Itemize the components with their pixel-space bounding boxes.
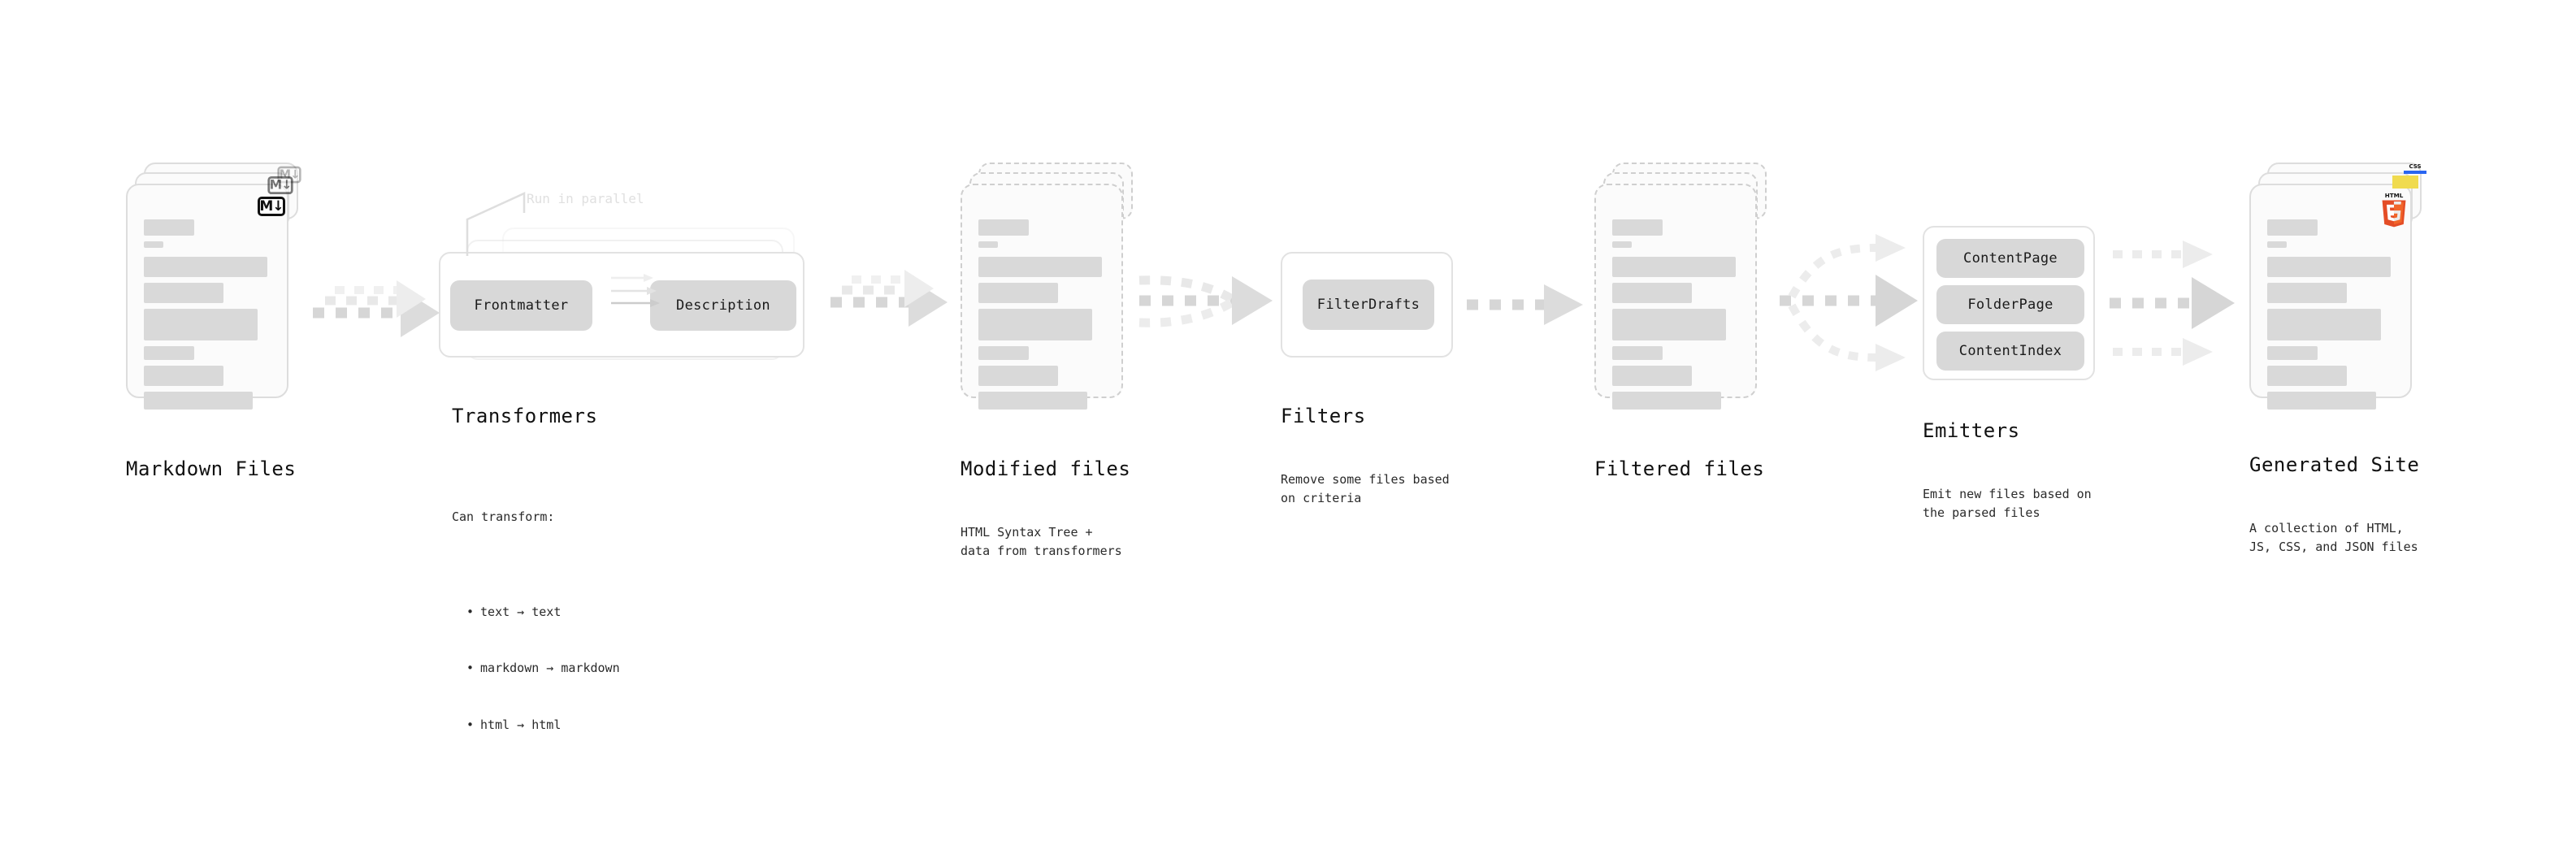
arrow-filtered-to-emitters xyxy=(1780,234,1918,371)
modified-files-title: Modified files xyxy=(961,457,1131,480)
transformers-title: Transformers xyxy=(452,405,598,427)
transformers-bullet-list: text → text markdown → markdown html → h… xyxy=(452,565,620,773)
skeleton-bar-sub xyxy=(978,241,998,248)
filters-title: Filters xyxy=(1281,405,1366,427)
modified-files-subtitle: HTML Syntax Tree + data from transformer… xyxy=(961,524,1122,559)
skeleton-bar xyxy=(1612,283,1692,303)
emitters-title: Emitters xyxy=(1923,419,2020,442)
skeleton-bar xyxy=(144,392,253,410)
generated-site-caption: Generated Site A collection of HTML, JS,… xyxy=(2249,423,2419,587)
modified-files-card-stack xyxy=(961,163,1133,410)
skeleton-bar-title xyxy=(1612,219,1663,236)
markdown-card-skeleton xyxy=(144,219,274,410)
svg-text:HTML: HTML xyxy=(2385,192,2404,199)
transformers-bullet: html → html xyxy=(466,716,620,735)
arrow-emitters-to-generated xyxy=(2110,241,2235,366)
emitters-caption: Emitters Emit new files based on the par… xyxy=(1923,388,2092,553)
skeleton-bar xyxy=(2267,283,2347,303)
skeleton-bar xyxy=(978,257,1102,277)
generated-site-title: Generated Site xyxy=(2249,453,2420,476)
skeleton-bar xyxy=(2267,346,2318,360)
emitters-subtitle: Emit new files based on the parsed files xyxy=(1923,486,2092,521)
filtered-card-skeleton xyxy=(1612,219,1742,410)
skeleton-bar xyxy=(978,309,1092,340)
modified-card-skeleton xyxy=(978,219,1108,410)
skeleton-bar xyxy=(978,283,1058,303)
skeleton-bar-title xyxy=(978,219,1029,236)
skeleton-bar xyxy=(978,366,1058,386)
emitter-pill-folderpage[interactable]: FolderPage xyxy=(1936,285,2084,324)
transformer-pill-description[interactable]: Description xyxy=(650,280,796,331)
skeleton-bar-sub xyxy=(1612,241,1632,248)
filtered-files-card-stack xyxy=(1594,163,1767,410)
transformers-caption: Transformers Can transform: text → text … xyxy=(452,374,620,841)
markdown-files-title: Markdown Files xyxy=(126,457,297,480)
transformers-group: Run in parallel Frontmatter Description xyxy=(439,191,861,362)
html5-icon: HTML xyxy=(2378,192,2410,228)
emitter-pill-contentindex[interactable]: ContentIndex xyxy=(1936,332,2084,371)
filters-box: FilterDrafts xyxy=(1281,252,1453,358)
transformers-bullet: markdown → markdown xyxy=(466,659,620,678)
skeleton-bar xyxy=(144,346,194,360)
filters-caption: Filters Remove some files based on crite… xyxy=(1281,374,1450,539)
arrow-modified-to-filters xyxy=(1138,275,1273,327)
transformers-bullet: text → text xyxy=(466,603,620,622)
generated-card-skeleton xyxy=(2267,219,2397,410)
markdown-icon-ghost-1: M↓ xyxy=(267,176,293,195)
skeleton-bar xyxy=(144,309,258,340)
emitter-pill-contentpage[interactable]: ContentPage xyxy=(1936,239,2084,278)
skeleton-bar xyxy=(1612,309,1726,340)
arrow-markdown-to-transformers xyxy=(313,280,440,337)
markdown-icon: M↓ xyxy=(258,197,285,216)
skeleton-bar xyxy=(1612,366,1692,386)
emitters-box: ContentPage FolderPage ContentIndex xyxy=(1923,226,2095,380)
skeleton-bar xyxy=(2267,257,2391,277)
transformers-box-front: Frontmatter Description xyxy=(439,252,804,358)
filter-pill-filterdrafts[interactable]: FilterDrafts xyxy=(1303,280,1434,330)
filters-subtitle: Remove some files based on criteria xyxy=(1281,471,1450,506)
filtered-files-title: Filtered files xyxy=(1594,457,1765,480)
transformers-subtitle: Can transform: xyxy=(452,509,555,525)
css-icon: CSS xyxy=(2404,164,2426,176)
transformer-pill-frontmatter[interactable]: Frontmatter xyxy=(450,280,592,331)
skeleton-bar xyxy=(1612,392,1721,410)
pipeline-diagram: M↓ M↓ M↓ Markdown Files Run in parallel xyxy=(0,0,2576,681)
skeleton-bar-title xyxy=(2267,219,2318,236)
js-icon xyxy=(2392,176,2418,189)
skeleton-bar-title xyxy=(144,219,194,236)
generated-site-subtitle: A collection of HTML, JS, CSS, and JSON … xyxy=(2249,520,2418,555)
skeleton-bar xyxy=(144,283,223,303)
arrow-filters-to-filtered xyxy=(1467,284,1583,325)
skeleton-bar xyxy=(1612,257,1736,277)
modified-files-caption: Modified files HTML Syntax Tree + data f… xyxy=(961,427,1130,592)
skeleton-bar xyxy=(2267,392,2376,410)
generated-site-card-stack: CSS HTML xyxy=(2249,163,2426,410)
skeleton-bar xyxy=(2267,366,2347,386)
skeleton-bar xyxy=(1612,346,1663,360)
skeleton-bar xyxy=(144,257,267,277)
css-icon-rule xyxy=(2404,171,2426,174)
markdown-files-caption: Markdown Files xyxy=(126,427,296,512)
skeleton-bar-sub xyxy=(2267,241,2287,248)
markdown-files-card-stack: M↓ M↓ M↓ xyxy=(126,163,301,410)
skeleton-bar xyxy=(2267,309,2381,340)
run-in-parallel-label: Run in parallel xyxy=(527,191,644,206)
skeleton-bar-sub xyxy=(144,241,163,248)
skeleton-bar xyxy=(978,392,1087,410)
skeleton-bar xyxy=(978,346,1029,360)
skeleton-bar xyxy=(144,366,223,386)
filtered-files-caption: Filtered files xyxy=(1594,427,1764,512)
